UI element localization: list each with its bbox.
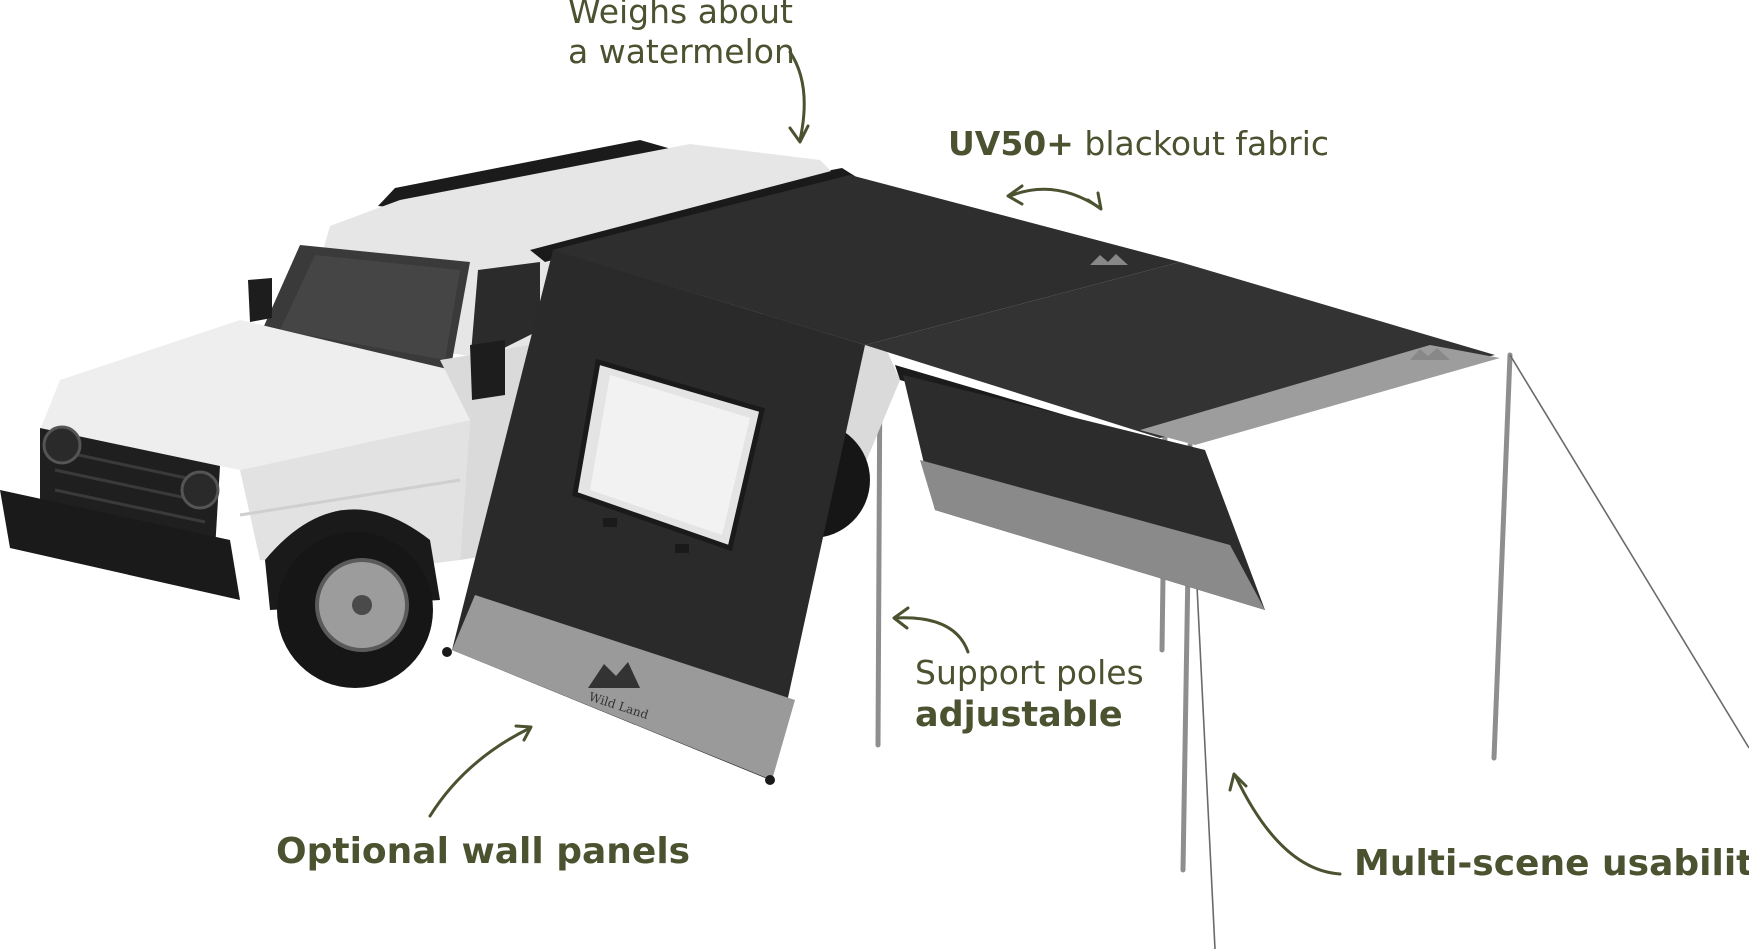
weight-line1: Weighs about — [568, 0, 793, 31]
curved-arrow-icon — [1233, 773, 1342, 876]
poles-line1: Support poles — [915, 653, 1144, 692]
headlight-left — [42, 425, 82, 465]
curved-arrow-icon — [428, 726, 532, 818]
panels-label: Optional wall panels — [276, 831, 691, 872]
weight-line2: a watermelon — [568, 32, 795, 71]
headlight-right — [180, 470, 220, 510]
hood — [40, 320, 470, 470]
double-curved-arrow-icon — [1008, 187, 1102, 210]
curved-arrow-icon — [893, 616, 970, 654]
awning-hem — [1140, 345, 1500, 445]
curved-arrow-icon — [788, 50, 806, 142]
mirror-left — [248, 278, 272, 322]
bumper — [0, 490, 240, 600]
guy-line-right — [1509, 354, 1749, 749]
mountain-logo-icon — [1090, 254, 1450, 360]
awning — [530, 170, 1500, 610]
side-wall-rear-band — [920, 460, 1265, 610]
mirror-right — [470, 340, 505, 400]
uv-bold: UV50+ — [948, 124, 1074, 163]
uv-regular: blackout fabric — [1084, 124, 1330, 163]
scene-label: Multi-scene usability — [1354, 843, 1749, 884]
wall-panel: Wild Land — [442, 250, 865, 785]
uv-label: UV50+ blackout fabric — [948, 124, 1329, 164]
pole-right — [1491, 352, 1513, 761]
mountain-logo-icon — [588, 662, 640, 688]
side-window — [470, 262, 540, 365]
awning-top-panel-a — [552, 175, 1180, 345]
poles-line2: adjustable — [915, 695, 1123, 735]
